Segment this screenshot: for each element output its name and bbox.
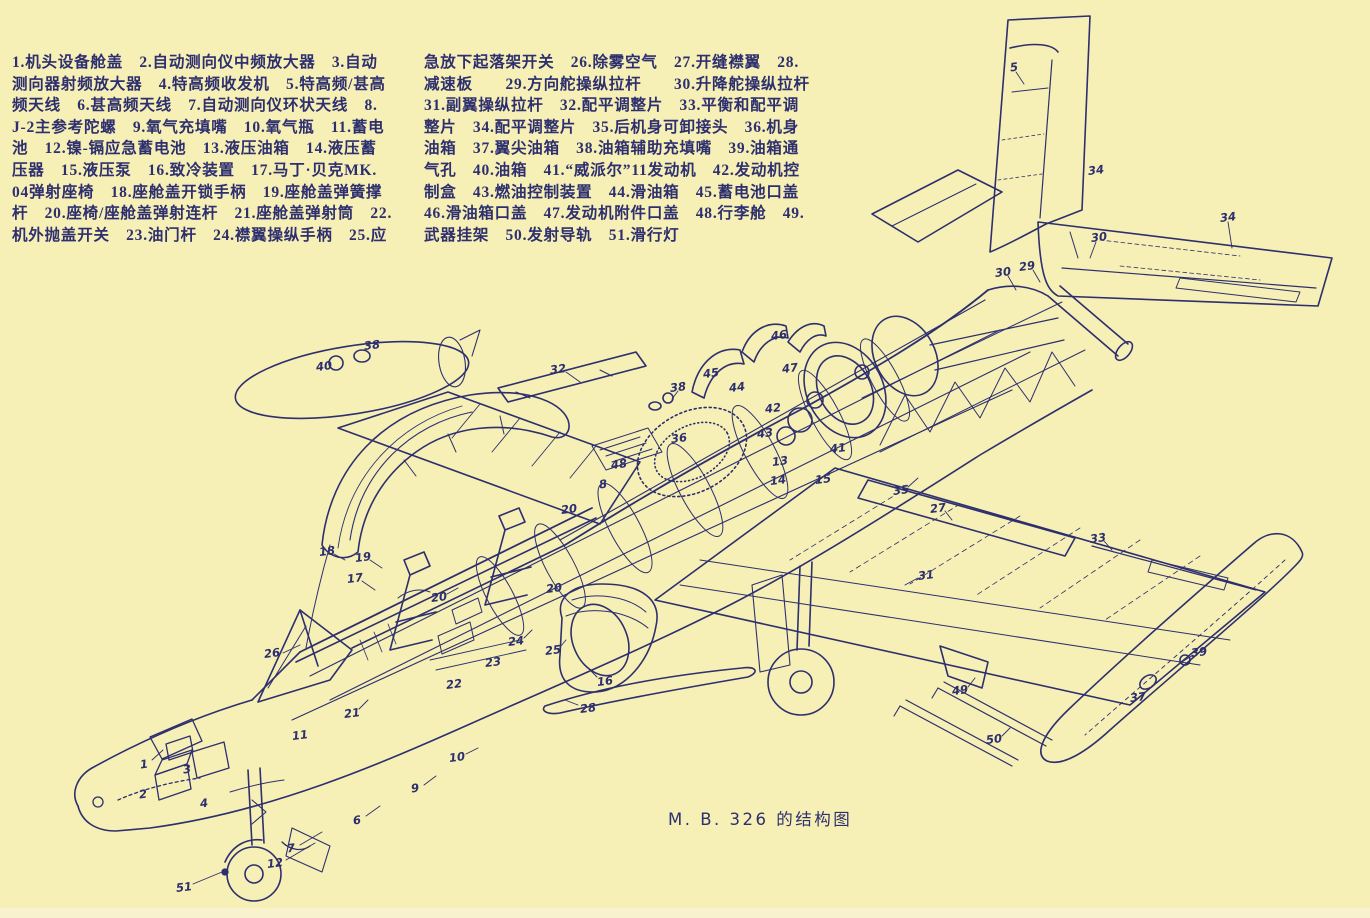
vertical-fin: [989, 15, 1091, 253]
callout-number: 35: [892, 482, 910, 498]
callout-number: 30: [1090, 229, 1108, 245]
intake-scoop: [558, 583, 658, 693]
callout-number: 31: [917, 567, 935, 583]
legend-line: 机外抛盖开关 23.油门杆 24.襟翼操纵手柄 25.应: [12, 226, 388, 244]
callout-number: 36: [670, 430, 688, 446]
fuselage-outline: [74, 285, 1134, 832]
legend-line: 减速板 29.方向舵操纵拉杆 30.升降舵操纵拉杆: [424, 75, 810, 93]
callout-number: 39: [1190, 644, 1208, 660]
baggage-bay: [591, 427, 663, 471]
legend-line: 46.滑油箱口盖 47.发动机附件口盖 48.行李舱 49.: [424, 205, 805, 223]
callout-number: 8: [598, 476, 608, 492]
callout-number: 21: [343, 705, 361, 721]
callout-number: 18: [318, 543, 336, 559]
callout-number: 7: [286, 840, 296, 856]
canopy-open: [305, 391, 570, 649]
legend-line: 油箱 37.翼尖油箱 38.油箱辅助充填嘴 39.油箱通: [424, 140, 800, 158]
legend-line: 池 12.镍-镉应急蓄电池 13.液压油箱 14.液压蓄: [12, 140, 377, 158]
parts-legend-right-column: 急放下起落架开关 26.除雾空气 27.开缝襟翼 28. 减速板 29.方向舵操…: [424, 52, 810, 246]
callout-number: 51: [175, 879, 193, 895]
legend-line: 制盒 43.燃油控制装置 44.滑油箱 45.蓄电池口盖: [424, 183, 800, 201]
callout-number: 5: [1009, 59, 1019, 75]
figure-caption: M. B. 326 的结构图: [668, 810, 853, 829]
legend-line: 测向器射频放大器 4.特高频收发机 5.特高频/甚高: [12, 75, 386, 93]
legend-line: 急放下起落架开关 26.除雾空气 27.开缝襟翼 28.: [424, 54, 800, 71]
legend-line: 气孔 40.油箱 41.“威派尔”11发动机 42.发动机控: [424, 161, 800, 179]
callout-number: 49: [951, 682, 969, 698]
callout-number: 41: [829, 440, 847, 456]
rear-truss: [861, 301, 1086, 453]
callout-number: 50: [985, 731, 1003, 747]
callout-number: 19: [354, 549, 372, 565]
near-wing: [654, 467, 1266, 706]
callout-number: 43: [756, 425, 774, 441]
callout-number: 33: [1089, 530, 1107, 546]
callout-number: 17: [346, 570, 364, 586]
callout-number: 44: [728, 379, 746, 395]
callout-number: 24: [507, 633, 525, 649]
cockpit: [251, 507, 597, 701]
far-tip-tank: [234, 329, 481, 420]
callout-number: 23: [484, 654, 502, 670]
callout-number: 32: [549, 361, 567, 377]
callout-number: 22: [445, 676, 463, 692]
scan-edge: [0, 908, 1370, 918]
weapon-pylon-rails: [893, 645, 1053, 767]
legend-line: 武器挂架 50.发射导轨 51.滑行灯: [424, 226, 680, 244]
callout-number: 6: [352, 812, 362, 828]
callout-number: 1: [139, 756, 149, 772]
callout-number: 10: [448, 749, 466, 765]
callout-number: 26: [263, 645, 281, 661]
parts-legend-left-column: 1.机头设备舱盖 2.自动测向仪中频放大器 3.自动 测向器射频放大器 4.特高…: [12, 52, 392, 246]
engine-bay: [691, 301, 1086, 453]
callout-number: 45: [702, 365, 720, 381]
speed-brake: [542, 666, 756, 715]
legend-line: 1.机头设备舱盖 2.自动测向仪中频放大器 3.自动: [12, 54, 378, 71]
legend-line: 04弹射座椅 18.座舱盖开锁手柄 19.座舱盖弹簧撑: [12, 183, 383, 201]
far-wing: [337, 351, 647, 525]
callout-number: 14: [769, 472, 787, 488]
callout-number: 46: [770, 327, 788, 343]
callout-number: 20: [430, 589, 448, 605]
legend-line: 频天线 6.甚高频天线 7.自动测向仪环状天线 8.: [12, 97, 378, 115]
callout-number: 37: [1129, 689, 1147, 705]
callout-number: 16: [596, 673, 614, 689]
legend-line: 压器 15.液压泵 16.致冷装置 17.马丁·贝克MK.: [12, 161, 378, 179]
callout-number: 20: [545, 580, 563, 596]
main-gear: [751, 561, 835, 716]
callout-number: 42: [764, 400, 782, 416]
callout-leaders: [151, 71, 1233, 885]
legend-line: 整片 34.配平调整片 35.后机身可卸接头 36.机身: [424, 118, 800, 136]
callout-number: 12: [266, 855, 284, 871]
callout-number: 15: [814, 471, 832, 487]
fuselage-frames: [475, 338, 910, 636]
callout-number: 25: [544, 642, 562, 658]
callout-number: 40: [315, 358, 333, 374]
callout-number: 30: [994, 264, 1012, 280]
callout-number: 48: [610, 456, 628, 472]
callout-number: 11: [291, 727, 309, 743]
nose-gear: [224, 767, 331, 902]
legend-line: 31.副翼操纵拉杆 32.配平调整片 33.平衡和配平调: [424, 97, 800, 115]
callout-number: 3: [182, 761, 192, 777]
callout-number: 2: [138, 786, 148, 802]
callout-number: 29: [1018, 258, 1036, 274]
callout-number: 13: [771, 453, 789, 469]
callout-number: 47: [781, 360, 799, 376]
legend-line: J-2主参考陀螺 9.氧气充填嘴 10.氧气瓶 11.蓄电: [12, 118, 385, 136]
legend-line: 杆 20.座椅/座舱盖弹射连杆 21.座舱盖弹射筒 22.: [12, 205, 393, 223]
callout-number: 9: [410, 780, 420, 796]
callout-number: 38: [669, 379, 687, 395]
callout-number: 20: [560, 501, 578, 517]
callout-number: 4: [199, 795, 209, 811]
callout-number: 38: [363, 337, 381, 353]
stabilizers: [871, 169, 1333, 307]
near-tip-tank: [1040, 532, 1304, 764]
callout-number: 34: [1219, 209, 1237, 225]
callout-number: 27: [929, 500, 947, 516]
callout-number: 28: [579, 700, 597, 716]
callout-number: 34: [1087, 162, 1105, 178]
